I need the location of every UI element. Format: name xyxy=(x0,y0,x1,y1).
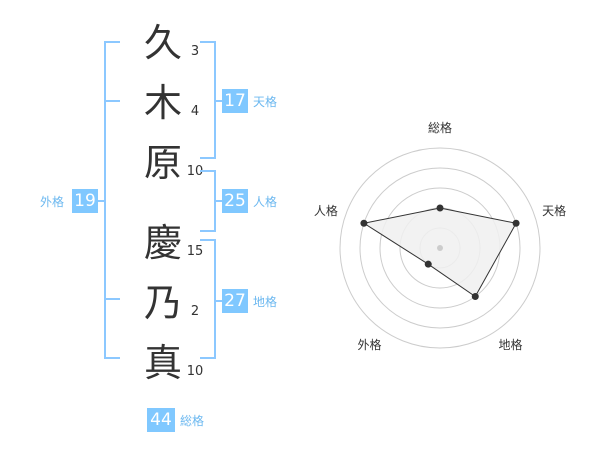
character-3: 原 xyxy=(143,141,182,185)
stroke-count-1: 3 xyxy=(190,44,200,59)
radar-axis-label-4: 外格 xyxy=(357,337,381,352)
radar-center-point xyxy=(437,245,443,251)
tenkaku-label: 天格 xyxy=(253,95,278,109)
bracket-tick xyxy=(216,300,222,302)
tenkaku-value-badge: 17 xyxy=(222,89,248,113)
radar-grid-ring xyxy=(339,147,541,349)
chikaku-value-badge: 27 xyxy=(222,289,248,313)
stroke-count-4: 15 xyxy=(186,244,204,259)
gaikaku-label: 外格 xyxy=(40,195,65,209)
radar-grid-ring xyxy=(359,167,521,329)
character-2: 木 xyxy=(143,81,182,125)
tenkaku-bracket xyxy=(200,41,216,159)
jinkaku-label: 人格 xyxy=(253,195,278,209)
soukaku-label: 総格 xyxy=(180,414,205,428)
bracket-tick xyxy=(98,200,104,202)
character-1: 久 xyxy=(143,21,182,65)
bracket-tick xyxy=(104,100,120,102)
radar-point-4 xyxy=(424,260,432,268)
radar-point-5 xyxy=(360,219,368,227)
radar-point-1 xyxy=(436,204,444,212)
radar-points xyxy=(360,204,520,301)
gaikaku-value-badge: 19 xyxy=(72,189,98,213)
chikaku-label: 地格 xyxy=(253,295,278,309)
radar-series-area xyxy=(362,207,517,298)
radar-axis-label-2: 天格 xyxy=(542,203,566,218)
stroke-count-2: 4 xyxy=(190,104,200,119)
stroke-count-3: 10 xyxy=(186,164,204,179)
gaikaku-bracket xyxy=(104,41,120,359)
character-6: 真 xyxy=(143,341,182,385)
bracket-tick xyxy=(216,200,222,202)
chikaku-bracket xyxy=(200,239,216,359)
radar-axis-label-3: 地格 xyxy=(499,337,523,352)
soukaku-value-badge: 44 xyxy=(147,408,175,432)
radar-axis-label-5: 人格 xyxy=(314,203,338,218)
jinkaku-bracket xyxy=(200,170,216,232)
stroke-count-5: 2 xyxy=(190,304,200,319)
radar-point-2 xyxy=(512,219,520,227)
character-4: 慶 xyxy=(143,221,182,265)
bracket-tick xyxy=(216,100,222,102)
stroke-count-6: 10 xyxy=(186,364,204,379)
radar-point-3 xyxy=(471,293,479,301)
radar-axis-label-1: 総格 xyxy=(428,120,452,135)
jinkaku-value-badge: 25 xyxy=(222,189,248,213)
character-5: 乃 xyxy=(143,281,182,325)
bracket-tick xyxy=(104,298,120,300)
